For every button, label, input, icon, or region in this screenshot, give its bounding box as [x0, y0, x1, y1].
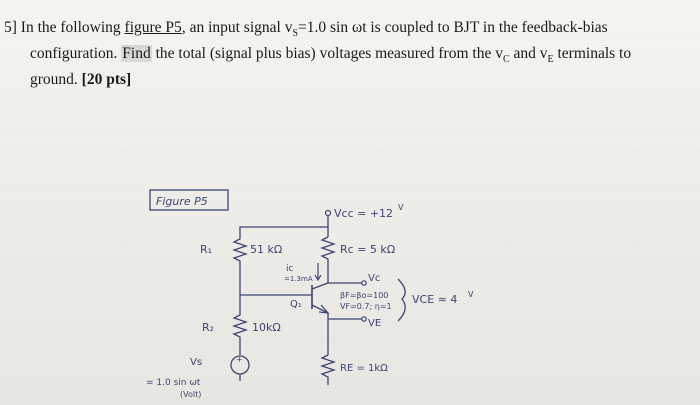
vs-label: Vs [190, 357, 202, 368]
vce-brace [397, 278, 406, 322]
rc-label: Rc = 5 kΩ [340, 243, 395, 256]
text-segment: and v [509, 45, 548, 63]
figure-title-box [149, 189, 229, 211]
r2-resistor [231, 295, 249, 350]
vc-label: Vc [368, 273, 380, 284]
text-segment: ground. [30, 71, 82, 89]
q1-label: Q₁ [290, 299, 302, 310]
vs-unit: (Volt) [180, 390, 201, 399]
problem-line-2: configuration. Find the total (signal pl… [4, 44, 696, 70]
re-resistor [319, 354, 337, 385]
r2-label: R₂ [202, 321, 214, 334]
r1-label: R₁ [200, 243, 212, 256]
find-word-highlighted: Find [121, 45, 152, 63]
r2-value: 10kΩ [252, 321, 281, 334]
problem-line-1: 5] In the following figure P5, an input … [4, 18, 696, 44]
vs-plus: + [236, 355, 243, 364]
problem-line-3: ground. [20 pts] [4, 70, 696, 90]
vf-label: VF=0.7; η=1 [340, 302, 392, 311]
problem-statement: 5] In the following figure P5, an input … [4, 18, 696, 90]
circuit-figure: Figure P5 Vcc = +12 V R₁ 51 kΩ Rc = 5 kΩ… [146, 189, 474, 399]
figure-reference: figure P5 [124, 19, 182, 36]
vce-label: VCE ≈ 4 [412, 293, 457, 306]
figure-title: Figure P5 [156, 195, 208, 208]
top-rail [239, 215, 329, 233]
vcc-label: Vcc = +12 [334, 207, 393, 220]
subscript-c: C [502, 54, 510, 66]
beta-label: βF=βo=100 [340, 291, 388, 300]
transistor-emitter [311, 304, 329, 314]
text-segment: , an input signal v [181, 19, 293, 36]
r1-value: 51 kΩ [250, 243, 282, 256]
ic-arrowhead [314, 274, 322, 282]
vcc-unit: V [398, 203, 404, 212]
ve-node [361, 316, 367, 322]
transistor-collector [311, 282, 329, 290]
r1-resistor [231, 233, 249, 295]
vce-unit: V [468, 290, 474, 299]
text-segment: =1.0 sin ωt is coupled to BJT in the fee… [298, 19, 608, 36]
points-label: [20 pts] [81, 71, 132, 89]
text-segment: configuration. [30, 45, 122, 63]
problem-number: 5] [4, 19, 17, 36]
ic-label: ic [286, 264, 294, 274]
vcc-node [324, 209, 332, 217]
subscript-e: E [547, 54, 554, 66]
text-segment: In the following [20, 19, 125, 36]
vc-node [361, 280, 367, 286]
vs-value: = 1.0 sin ωt [146, 378, 201, 388]
text-segment: the total (signal plus bias) voltages me… [151, 45, 503, 63]
ve-label: VE [368, 318, 381, 329]
subscript-s: S [292, 28, 299, 40]
text-segment: terminals to [553, 45, 632, 63]
ic-value: =1.3mA [284, 275, 313, 283]
rc-resistor [319, 236, 337, 283]
re-label: RE = 1kΩ [340, 363, 388, 374]
